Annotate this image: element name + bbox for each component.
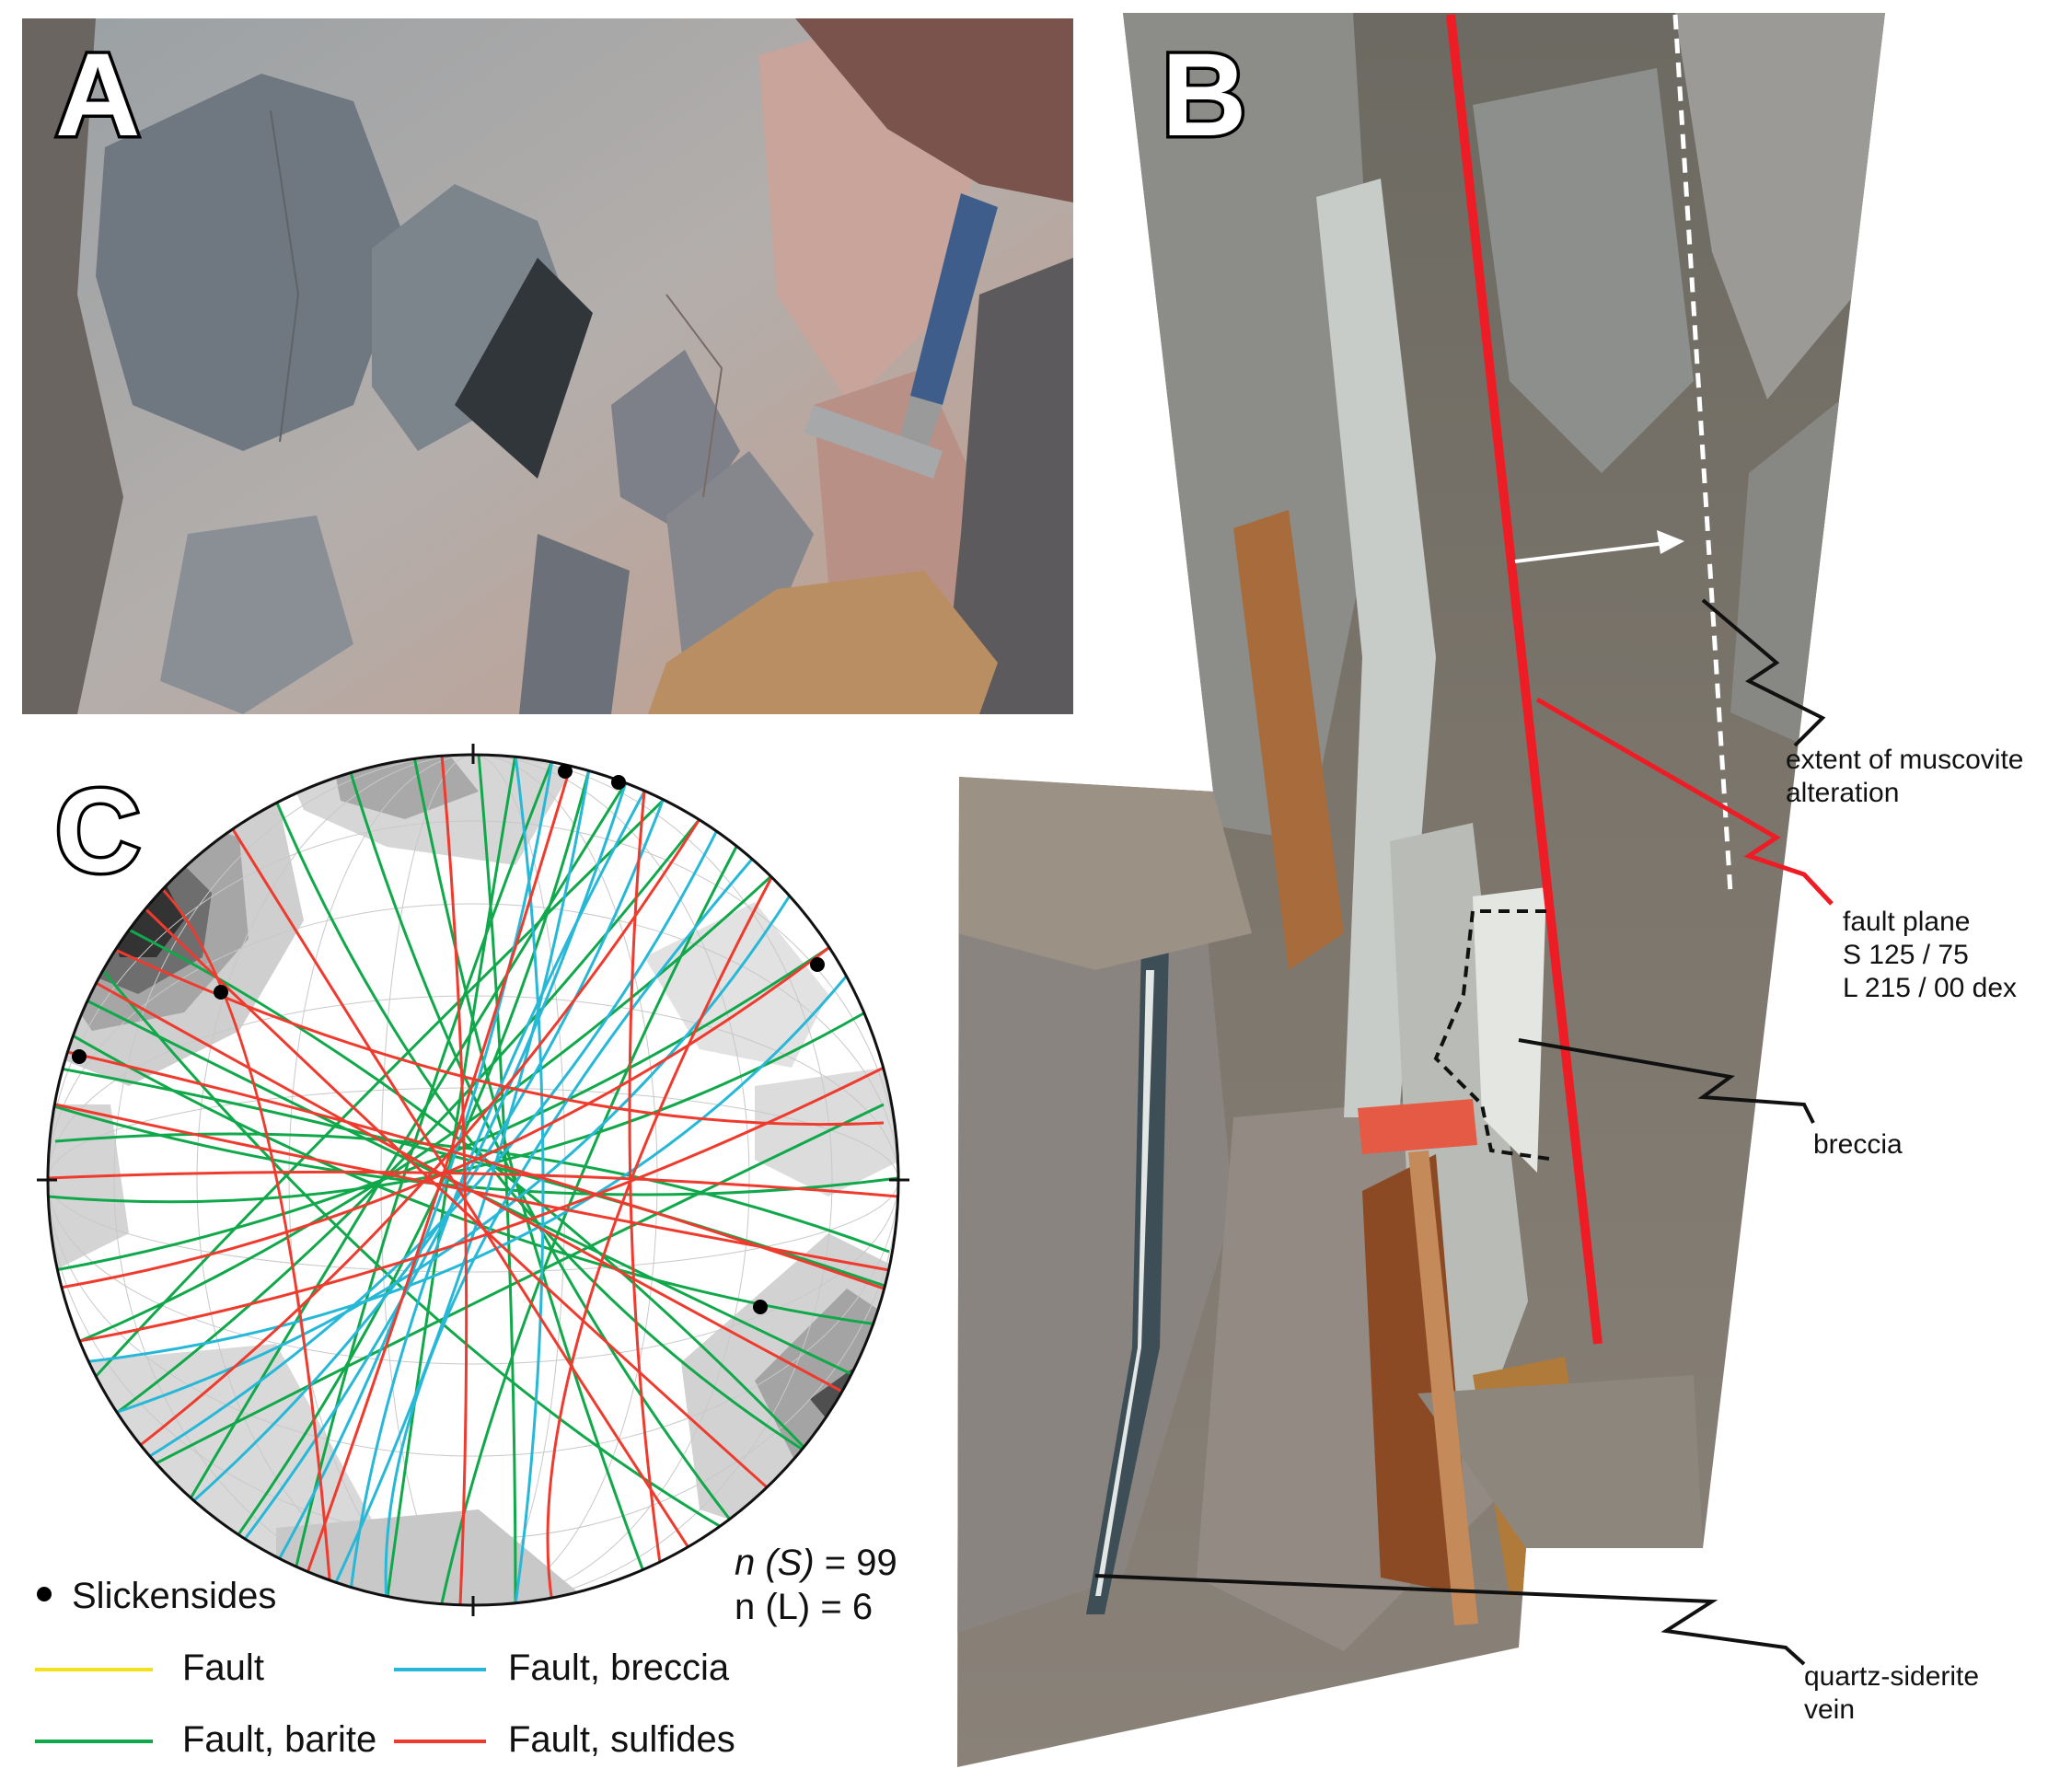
legend-barite-line	[35, 1740, 153, 1743]
label-muscovite-alteration: extent of muscovite alteration	[1786, 744, 2034, 810]
panel-b-letter: B	[1158, 29, 1249, 161]
breccia-callout	[1518, 1038, 1815, 1124]
label-vein-line-2: vein	[1804, 1694, 1856, 1725]
label-fault-plane-line-2: S 125 / 75	[1843, 940, 1969, 970]
label-fault-plane: fault plane S 125 / 75 L 215 / 00 dex	[1843, 906, 2036, 1005]
fault-plane-trace	[1446, 14, 1603, 1345]
panel-b-outcrop-image	[957, 13, 1885, 1767]
n-s-count: n (S) = 99	[735, 1543, 897, 1583]
label-vein-line-1: quartz-siderite	[1804, 1661, 1980, 1692]
label-breccia: breccia	[1813, 1129, 1903, 1160]
n-l-count: n (L) = 6	[735, 1587, 874, 1627]
legend-breccia-label: Fault, breccia	[508, 1647, 730, 1688]
label-fault-plane-line-1: fault plane	[1843, 907, 1971, 937]
legend-slickensides-label: Slickensides	[72, 1576, 277, 1616]
alteration-width-arrow	[1514, 530, 1684, 563]
label-muscovite-line-2: alteration	[1786, 778, 1900, 808]
legend-barite-label: Fault, barite	[182, 1719, 377, 1760]
panel-a-letter: A	[52, 29, 143, 161]
muscovite-callout	[1701, 598, 1826, 747]
label-muscovite-line-1: extent of muscovite	[1786, 745, 2024, 775]
legend-sulfides-label: Fault, sulfides	[508, 1719, 735, 1760]
fault-plane-callout	[1535, 697, 1834, 906]
great-circles-sulfides	[48, 755, 898, 1605]
legend-breccia-line	[394, 1668, 486, 1671]
n-s-value: = 99	[814, 1543, 897, 1583]
vein-callout	[1094, 1574, 1806, 1666]
panel-c-letter: C	[52, 766, 143, 897]
rock-hammer	[804, 193, 998, 479]
panel-b-photo	[957, 13, 1896, 1780]
legend-sulfides-line	[394, 1740, 486, 1743]
panel-a-outcrop-image	[22, 18, 1073, 714]
slickenside-points	[72, 764, 825, 1314]
legend-slickensides-dot	[37, 1587, 52, 1601]
cardinal-ticks	[37, 744, 909, 1616]
label-fault-plane-line-3: L 215 / 00 dex	[1843, 973, 2018, 1003]
muscovite-extent-line	[1672, 14, 1733, 894]
panel-a-photo	[22, 18, 1073, 714]
label-quartz-siderite-vein: quartz-siderite vein	[1804, 1660, 2007, 1727]
n-s-label: n (S)	[735, 1543, 815, 1583]
legend-fault-label: Fault	[182, 1647, 264, 1688]
stereonet	[37, 744, 909, 1616]
legend-fault-line	[35, 1668, 153, 1671]
breccia-outline	[1433, 909, 1556, 1162]
sledge-hammer	[1358, 1099, 1478, 1625]
